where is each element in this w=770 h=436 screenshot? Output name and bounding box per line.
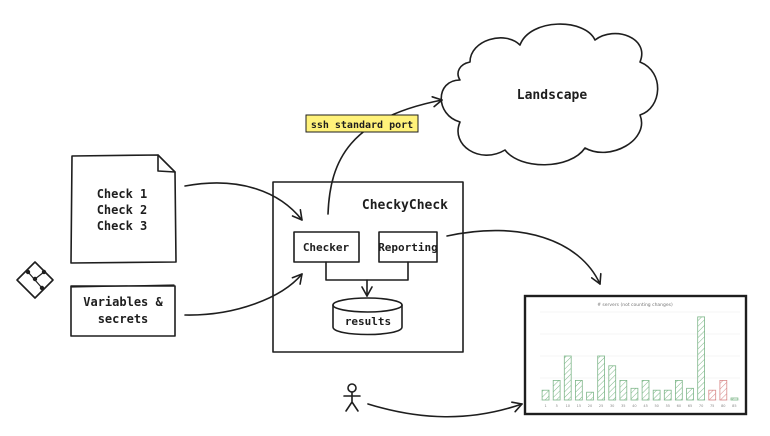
- chart-x-tick-label: 1: [544, 404, 546, 408]
- variables-to-checker-arrow: [184, 273, 303, 316]
- checker-reporting-connector: [325, 261, 409, 281]
- reporting-label: Reporting: [378, 241, 438, 254]
- chart-x-tick-label: 55: [666, 404, 670, 408]
- results-label: results: [345, 315, 391, 328]
- chart-bar: [652, 389, 661, 401]
- results-database[interactable]: results: [332, 297, 403, 336]
- landscape-cloud[interactable]: Landscape: [440, 23, 659, 166]
- reporting-to-chart-arrow: [446, 229, 602, 285]
- chart-x-tick-label: 45: [643, 404, 647, 408]
- user-icon: [343, 383, 361, 412]
- chart-bar: [686, 387, 694, 401]
- ssh-port-label: ssh standard port: [305, 114, 419, 133]
- chart-bar: [597, 355, 606, 401]
- checks-to-checker-arrow: [184, 182, 303, 221]
- chart-bar: [730, 397, 739, 401]
- chart-x-tick-label: 65: [688, 404, 692, 408]
- chart-bar: [541, 389, 550, 401]
- chart-x-tick-label: 5: [556, 404, 558, 408]
- chart-x-tick-label: 75: [710, 404, 714, 408]
- chart-bars: [541, 316, 739, 401]
- chart-x-tick-label: 60: [677, 404, 681, 408]
- landscape-label: Landscape: [517, 88, 588, 103]
- checks-file-line-3: Check 3: [97, 219, 148, 233]
- chart-bar: [563, 355, 572, 401]
- git-icon: [16, 261, 54, 299]
- chart-bar: [641, 379, 650, 401]
- checks-file[interactable]: Check 1 Check 2 Check 3: [70, 154, 177, 264]
- checkycheck-box[interactable]: CheckyCheck: [272, 181, 464, 353]
- chart-bar: [575, 379, 583, 401]
- checker-to-landscape-arrow: [327, 96, 443, 215]
- checker-box[interactable]: Checker: [293, 231, 360, 263]
- checkycheck-title: CheckyCheck: [362, 198, 448, 213]
- variables-box[interactable]: Variables & secrets: [70, 284, 176, 337]
- chart-title: # servers (not counting changes): [597, 302, 673, 308]
- chart-gridlines: [540, 311, 740, 401]
- chart-x-tick-label: 10: [566, 404, 570, 408]
- chart-bar: [719, 379, 728, 401]
- chart-x-tick-label: 35: [621, 404, 625, 408]
- reporting-box[interactable]: Reporting: [378, 231, 438, 263]
- chart-x-tick-label: 80: [721, 404, 725, 408]
- chart-x-tick-label: 85: [732, 404, 736, 408]
- chart-x-tick-label: 30: [610, 404, 614, 408]
- chart-x-tick-label: 40: [632, 404, 636, 408]
- user-to-chart-arrow: [367, 401, 523, 418]
- variables-line-2: secrets: [98, 312, 149, 326]
- chart-bar: [708, 389, 717, 401]
- variables-line-1: Variables &: [83, 295, 163, 309]
- chart-bar: [586, 391, 594, 401]
- chart-x-tick-label: 20: [588, 404, 592, 408]
- chart-bar: [663, 389, 672, 401]
- chart-x-tick-label: 15: [577, 404, 581, 408]
- chart-bar: [619, 379, 628, 401]
- chart-bar: [630, 387, 639, 401]
- checks-file-line-2: Check 2: [97, 203, 148, 217]
- ssh-port-text: ssh standard port: [311, 120, 413, 131]
- chart-x-tick-label: 25: [599, 404, 603, 408]
- chart-bar: [552, 379, 561, 401]
- checker-label: Checker: [303, 241, 350, 254]
- chart-bar: [697, 316, 706, 401]
- chart-x-tick-label: 70: [699, 404, 703, 408]
- chart-bar: [675, 379, 683, 401]
- chart-x-tick-label: 50: [654, 404, 658, 408]
- checks-file-line-1: Check 1: [97, 187, 148, 201]
- chart-bar: [608, 365, 617, 401]
